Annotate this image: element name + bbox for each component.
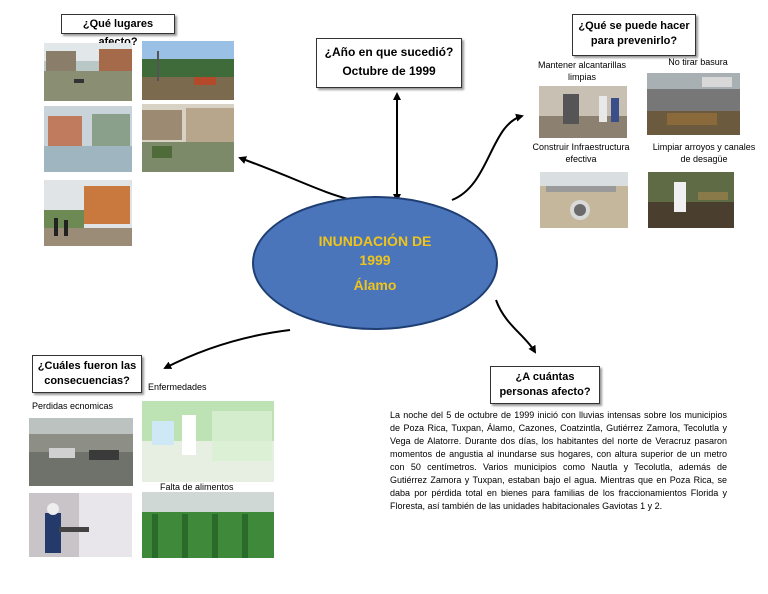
label-streams-line2: de desagüe	[680, 154, 728, 164]
consequences-box: ¿Cuáles fueron las consecuencias?	[32, 355, 142, 393]
photo-sewer-cleaning	[539, 86, 627, 138]
center-place: Álamo	[353, 276, 397, 293]
arrow-to-consequences	[163, 329, 291, 369]
center-title-line2: 1999	[359, 251, 391, 268]
label-no-trash: No tirar basura	[652, 56, 744, 68]
photo-hospital	[142, 401, 274, 482]
photo-fumigation	[29, 493, 132, 557]
label-diseases-text: Enfermedades	[148, 382, 207, 392]
places-box: ¿Qué lugares afecto?	[61, 14, 175, 48]
label-food-text: Falta de alimentos	[160, 482, 234, 492]
year-question: ¿Año en que sucedió?	[324, 45, 454, 59]
label-food: Falta de alimentos	[160, 481, 270, 493]
prevention-box-line1: ¿Qué se puede hacer	[578, 20, 690, 32]
label-no-trash-text: No tirar basura	[668, 57, 728, 67]
photo-flooded-village	[142, 41, 234, 100]
photo-damaged-homes	[142, 104, 234, 172]
label-sewers-line2: limpias	[567, 72, 596, 82]
photo-canal-cleaning	[648, 172, 734, 228]
photo-flooded-houses	[44, 106, 132, 172]
label-losses: Perdidas ecnomicas	[32, 400, 132, 412]
people-box: ¿A cuántas personas afecto?	[490, 366, 600, 404]
people-affected-paragraph: La noche del 5 de octubre de 1999 inició…	[390, 410, 727, 511]
people-box-line2: personas afecto?	[499, 386, 591, 398]
center-topic: INUNDACIÓN DE 1999 Álamo	[252, 196, 498, 330]
label-infrastructure-line2: efectiva	[565, 154, 597, 164]
photo-flooded-cars	[29, 418, 133, 486]
photo-crops	[142, 492, 274, 558]
label-sewers-line1: Mantener alcantarillas	[537, 60, 627, 70]
photo-flooded-street	[44, 43, 132, 101]
arrow-to-places	[238, 156, 353, 201]
photo-infrastructure-pipes	[540, 172, 628, 228]
label-diseases: Enfermedades	[148, 381, 232, 393]
center-title-line1: INUNDACIÓN DE	[318, 232, 432, 249]
consequences-box-line1: ¿Cuáles fueron las	[37, 360, 137, 372]
arrow-to-people	[495, 299, 537, 354]
people-box-line1: ¿A cuántas	[515, 371, 575, 383]
label-sewers: Mantener alcantarillas limpias	[522, 59, 642, 83]
year-answer: Octubre de 1999	[342, 64, 436, 78]
year-box: ¿Año en que sucedió? Octubre de 1999	[316, 38, 462, 88]
arrow-to-prevention	[451, 113, 524, 201]
label-losses-text: Perdidas ecnomicas	[32, 401, 114, 411]
label-streams: Limpiar arroyos y canales de desagüe	[645, 141, 763, 165]
label-infrastructure: Construir Infraestructura efectiva	[522, 141, 640, 165]
label-streams-line1: Limpiar arroyos y canales	[652, 142, 756, 152]
label-infrastructure-line1: Construir Infraestructura	[532, 142, 630, 152]
prevention-box-line2: para prevenirlo?	[590, 35, 678, 47]
photo-street-trash	[647, 73, 740, 135]
photo-people-street	[44, 180, 132, 246]
consequences-box-line2: consecuencias?	[44, 375, 130, 387]
prevention-box: ¿Qué se puede hacer para prevenirlo?	[572, 14, 696, 56]
